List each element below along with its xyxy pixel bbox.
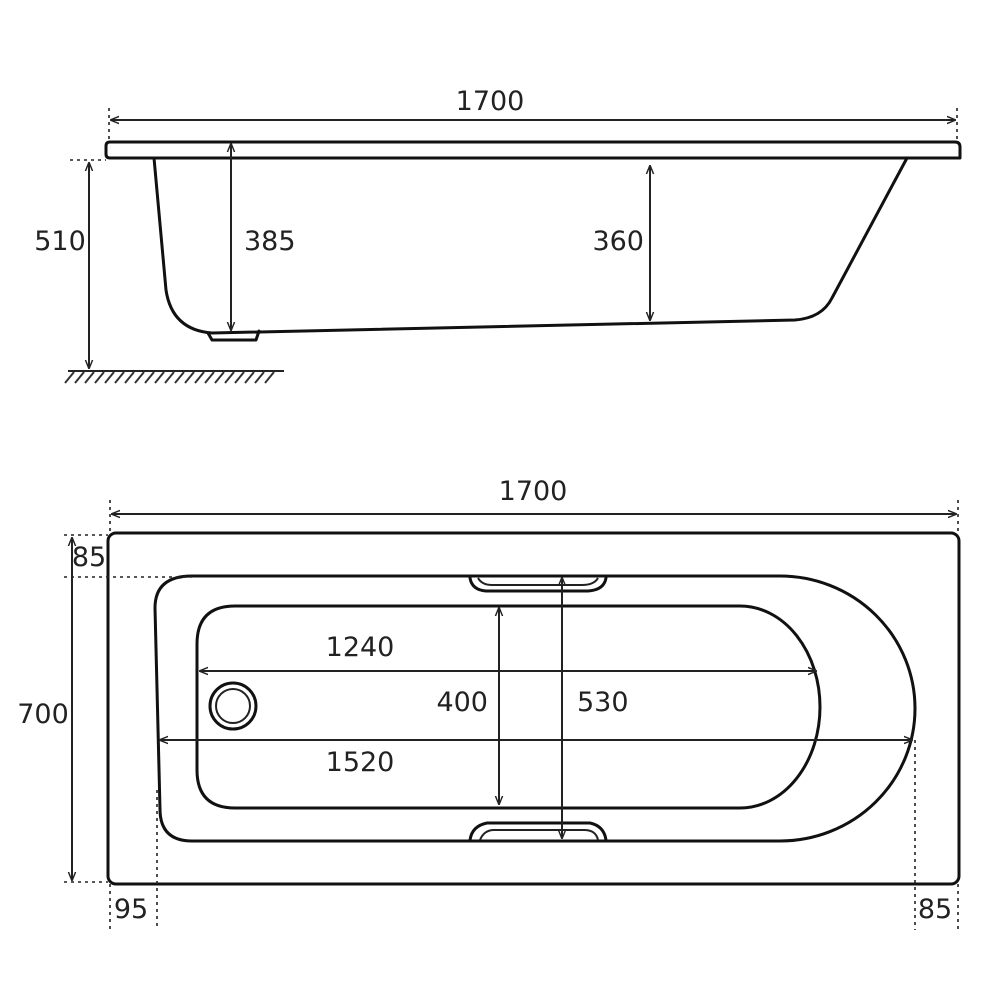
floor-hatch-stroke <box>104 371 115 384</box>
floor-hatch-stroke <box>204 371 215 384</box>
side-waste-outlet <box>206 329 261 342</box>
floor-hatch-stroke <box>94 371 105 384</box>
rim-right-label: 85 <box>918 894 952 925</box>
floor-hatch-stroke <box>174 371 185 384</box>
floor-hatch-stroke <box>134 371 145 384</box>
floor-hatch-stroke <box>194 371 205 384</box>
foot-depth-label: 360 <box>592 226 644 257</box>
side-rim <box>104 140 962 160</box>
head-depth-label: 385 <box>244 226 296 257</box>
side-view: 1700 510 385 360 <box>34 86 962 384</box>
basin-width-label: 400 <box>436 687 488 718</box>
floor-hatch-stroke <box>114 371 125 384</box>
basin-length-label: 1240 <box>326 632 395 663</box>
floor-hatch-stroke <box>124 371 135 384</box>
floor-hatch-stroke <box>234 371 245 384</box>
floor-hatch-stroke <box>254 371 265 384</box>
floor-hatch-stroke <box>74 371 85 384</box>
floor-hatch-stroke <box>164 371 175 384</box>
rim-left-label: 95 <box>114 894 148 925</box>
floor-hatch <box>64 371 275 384</box>
interior-length-label: 1520 <box>326 747 395 778</box>
top-inner-rim <box>153 574 917 843</box>
drain-inner <box>215 688 251 724</box>
floor-hatch-stroke <box>224 371 235 384</box>
top-basin <box>195 604 822 810</box>
handle-bottom-icon <box>468 821 608 842</box>
top-length-label: 1700 <box>499 476 568 507</box>
top-width-label: 700 <box>17 699 69 730</box>
floor-hatch-stroke <box>184 371 195 384</box>
floor-hatch-stroke <box>64 371 75 384</box>
floor-hatch-stroke <box>84 371 95 384</box>
floor-hatch-stroke <box>154 371 165 384</box>
floor-hatch-stroke <box>244 371 255 384</box>
handle-top-inner <box>477 577 599 586</box>
floor-hatch-stroke <box>264 371 275 384</box>
side-tub-body <box>152 156 909 335</box>
top-view: 1700 700 85 95 85 1240 1520 400 530 <box>17 476 961 930</box>
side-height-label: 510 <box>34 226 86 257</box>
interior-width-label: 530 <box>577 687 629 718</box>
rim-top-label: 85 <box>72 542 106 573</box>
handle-bottom-inner <box>479 829 599 841</box>
floor-hatch-stroke <box>214 371 225 384</box>
drain-icon <box>208 681 258 731</box>
floor-hatch-stroke <box>144 371 155 384</box>
top-outer-rim <box>106 531 961 886</box>
side-length-label: 1700 <box>456 86 525 117</box>
handle-top-icon <box>468 576 608 593</box>
